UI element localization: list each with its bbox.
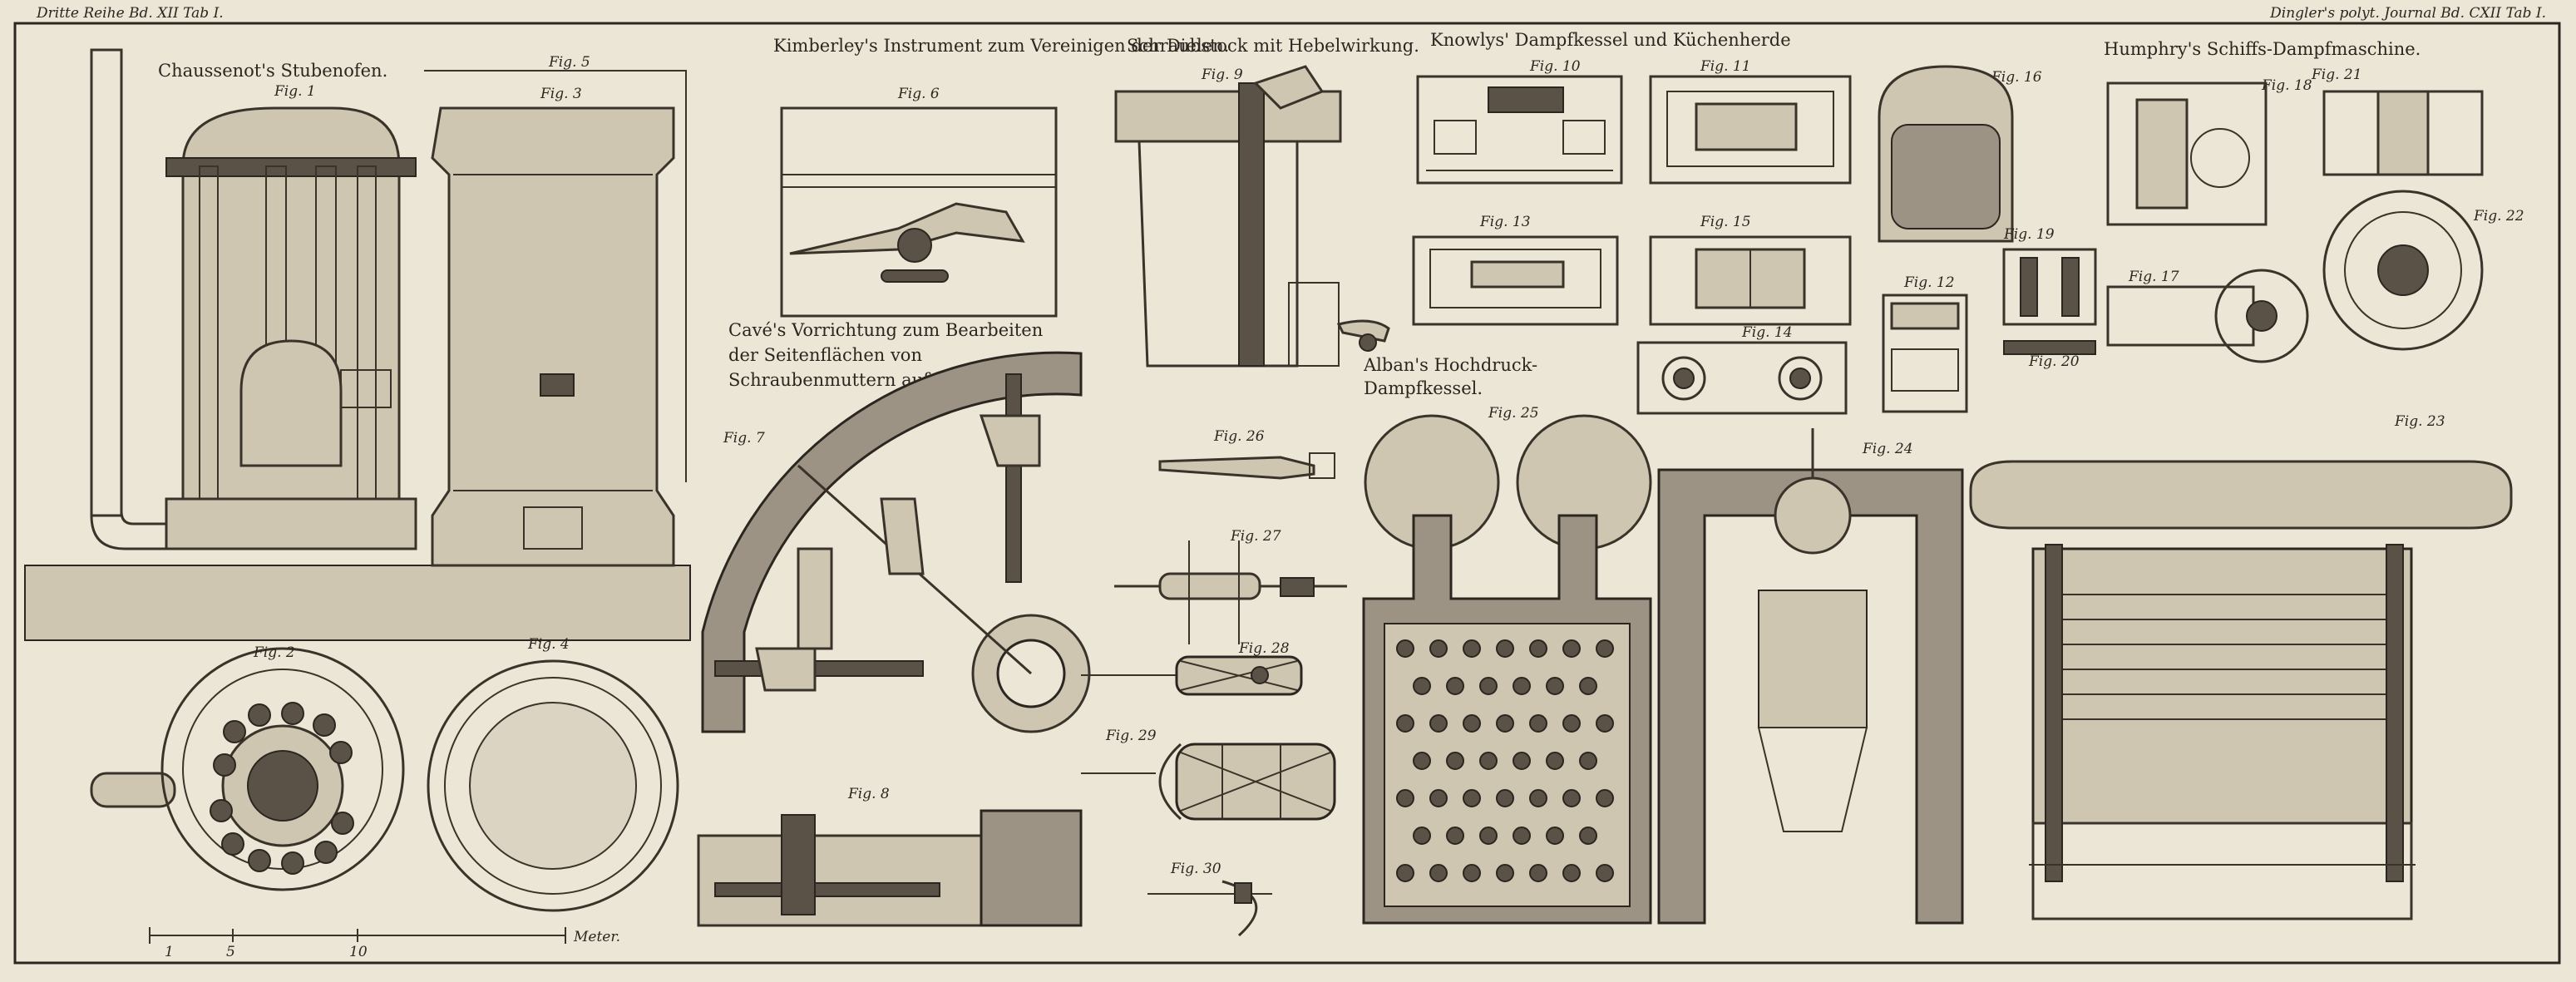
fig20-label: Fig. 20 [2028, 353, 2080, 370]
fig4-label: Fig. 4 [527, 636, 570, 653]
fig11-drawing [1649, 75, 1852, 185]
fig2-plan-drawing [90, 647, 405, 891]
fig9-drawing [1114, 65, 1390, 368]
fig15-drawing [1649, 235, 1852, 326]
fig13-label: Fig. 13 [1479, 214, 1531, 230]
fig26-drawing [1158, 452, 1335, 480]
title-alban: Alban's Hochdruck-Dampfkessel. [1364, 355, 1538, 398]
plate-header-left: Dritte Reihe Bd. XII Tab I. [37, 5, 224, 22]
fig28-label: Fig. 28 [1238, 640, 1290, 657]
fig23-drawing [1969, 460, 2513, 920]
fig21-label: Fig. 21 [2311, 67, 2362, 83]
fig18-drawing [2106, 81, 2268, 226]
fig25-label: Fig. 25 [1488, 405, 1539, 422]
scale-tick-1: 1 [165, 944, 174, 960]
plate-header-right: Dingler's polyt. Journal Bd. CXII Tab I. [2270, 5, 2546, 22]
fig24-drawing [1657, 428, 1964, 925]
fig14-label: Fig. 14 [1741, 324, 1793, 341]
floor-section [24, 565, 691, 641]
fig1-stove-drawing [90, 48, 417, 550]
fig5-rod [424, 70, 687, 482]
fig1-label: Fig. 1 [274, 83, 316, 100]
fig6-label: Fig. 6 [897, 86, 940, 102]
scale-unit: Meter. [573, 929, 620, 945]
scale-tick-5: 5 [226, 944, 235, 960]
fig7-drawing [701, 351, 1091, 733]
fig25-drawing [1362, 414, 1652, 925]
fig29-drawing [1081, 743, 1336, 821]
fig26-label: Fig. 26 [1213, 428, 1265, 445]
fig16-drawing [1878, 65, 2014, 243]
fig5-label: Fig. 5 [548, 54, 590, 71]
fig4-plan-drawing [427, 659, 679, 912]
fig19-label: Fig. 19 [2003, 226, 2055, 243]
fig7-label: Fig. 7 [723, 430, 765, 447]
fig25-tubes [1396, 639, 1614, 882]
fig3-label: Fig. 3 [540, 86, 582, 102]
fig8-label: Fig. 8 [847, 786, 890, 802]
fig22-drawing [2322, 190, 2484, 351]
fig28-drawing [1081, 655, 1303, 696]
title-alban-box: Alban's Hochdruck-Dampfkessel. [1364, 355, 1538, 398]
scale-tick-10: 10 [349, 944, 368, 960]
fig15-label: Fig. 15 [1700, 214, 1751, 230]
fig23-label: Fig. 23 [2394, 413, 2445, 430]
plate-border [13, 22, 2561, 965]
fig6-drawing [780, 106, 1058, 318]
fig16-label: Fig. 16 [1991, 69, 2042, 86]
fig12-label: Fig. 12 [1903, 274, 1955, 291]
fig30-drawing [1147, 880, 1272, 937]
fig12-drawing [1882, 294, 1968, 413]
fig3-column-drawing [431, 106, 675, 567]
title-kimberley: Kimberley's Instrument zum Vereinigen de… [773, 36, 1229, 56]
fig19-drawing [2002, 248, 2097, 326]
fig14-drawing [1636, 341, 1848, 415]
fig24-label: Fig. 24 [1862, 441, 1913, 457]
title-knowlys: Knowlys' Dampfkessel und Küchenherde [1430, 30, 1791, 50]
fig29-label: Fig. 29 [1105, 728, 1157, 744]
title-humphry: Humphry's Schiffs-Dampfmaschine. [2104, 39, 2421, 59]
fig10-drawing [1416, 75, 1623, 185]
fig27-drawing [1114, 540, 1347, 644]
fig18-label: Fig. 18 [2261, 77, 2312, 94]
fig17-drawing [2106, 269, 2309, 363]
fig2-label: Fig. 2 [253, 644, 295, 661]
fig11-label: Fig. 11 [1700, 58, 1751, 75]
fig30-label: Fig. 30 [1170, 861, 1221, 877]
fig17-label: Fig. 17 [2128, 269, 2179, 285]
fig27-label: Fig. 27 [1230, 528, 1281, 545]
fig9-label: Fig. 9 [1201, 67, 1243, 83]
fig20-drawing [2003, 340, 2096, 355]
scale-bar: 1 5 10 Meter. [149, 927, 620, 960]
fig21-drawing [2322, 90, 2484, 176]
title-schraubstock: Schraubstock mit Hebelwirkung. [1127, 36, 1419, 56]
fig8-drawing [697, 809, 1083, 927]
title-chaussenot: Chaussenot's Stubenofen. [158, 61, 387, 81]
fig13-drawing [1412, 235, 1619, 326]
fig22-label: Fig. 22 [2473, 208, 2524, 225]
fig10-label: Fig. 10 [1529, 58, 1581, 75]
